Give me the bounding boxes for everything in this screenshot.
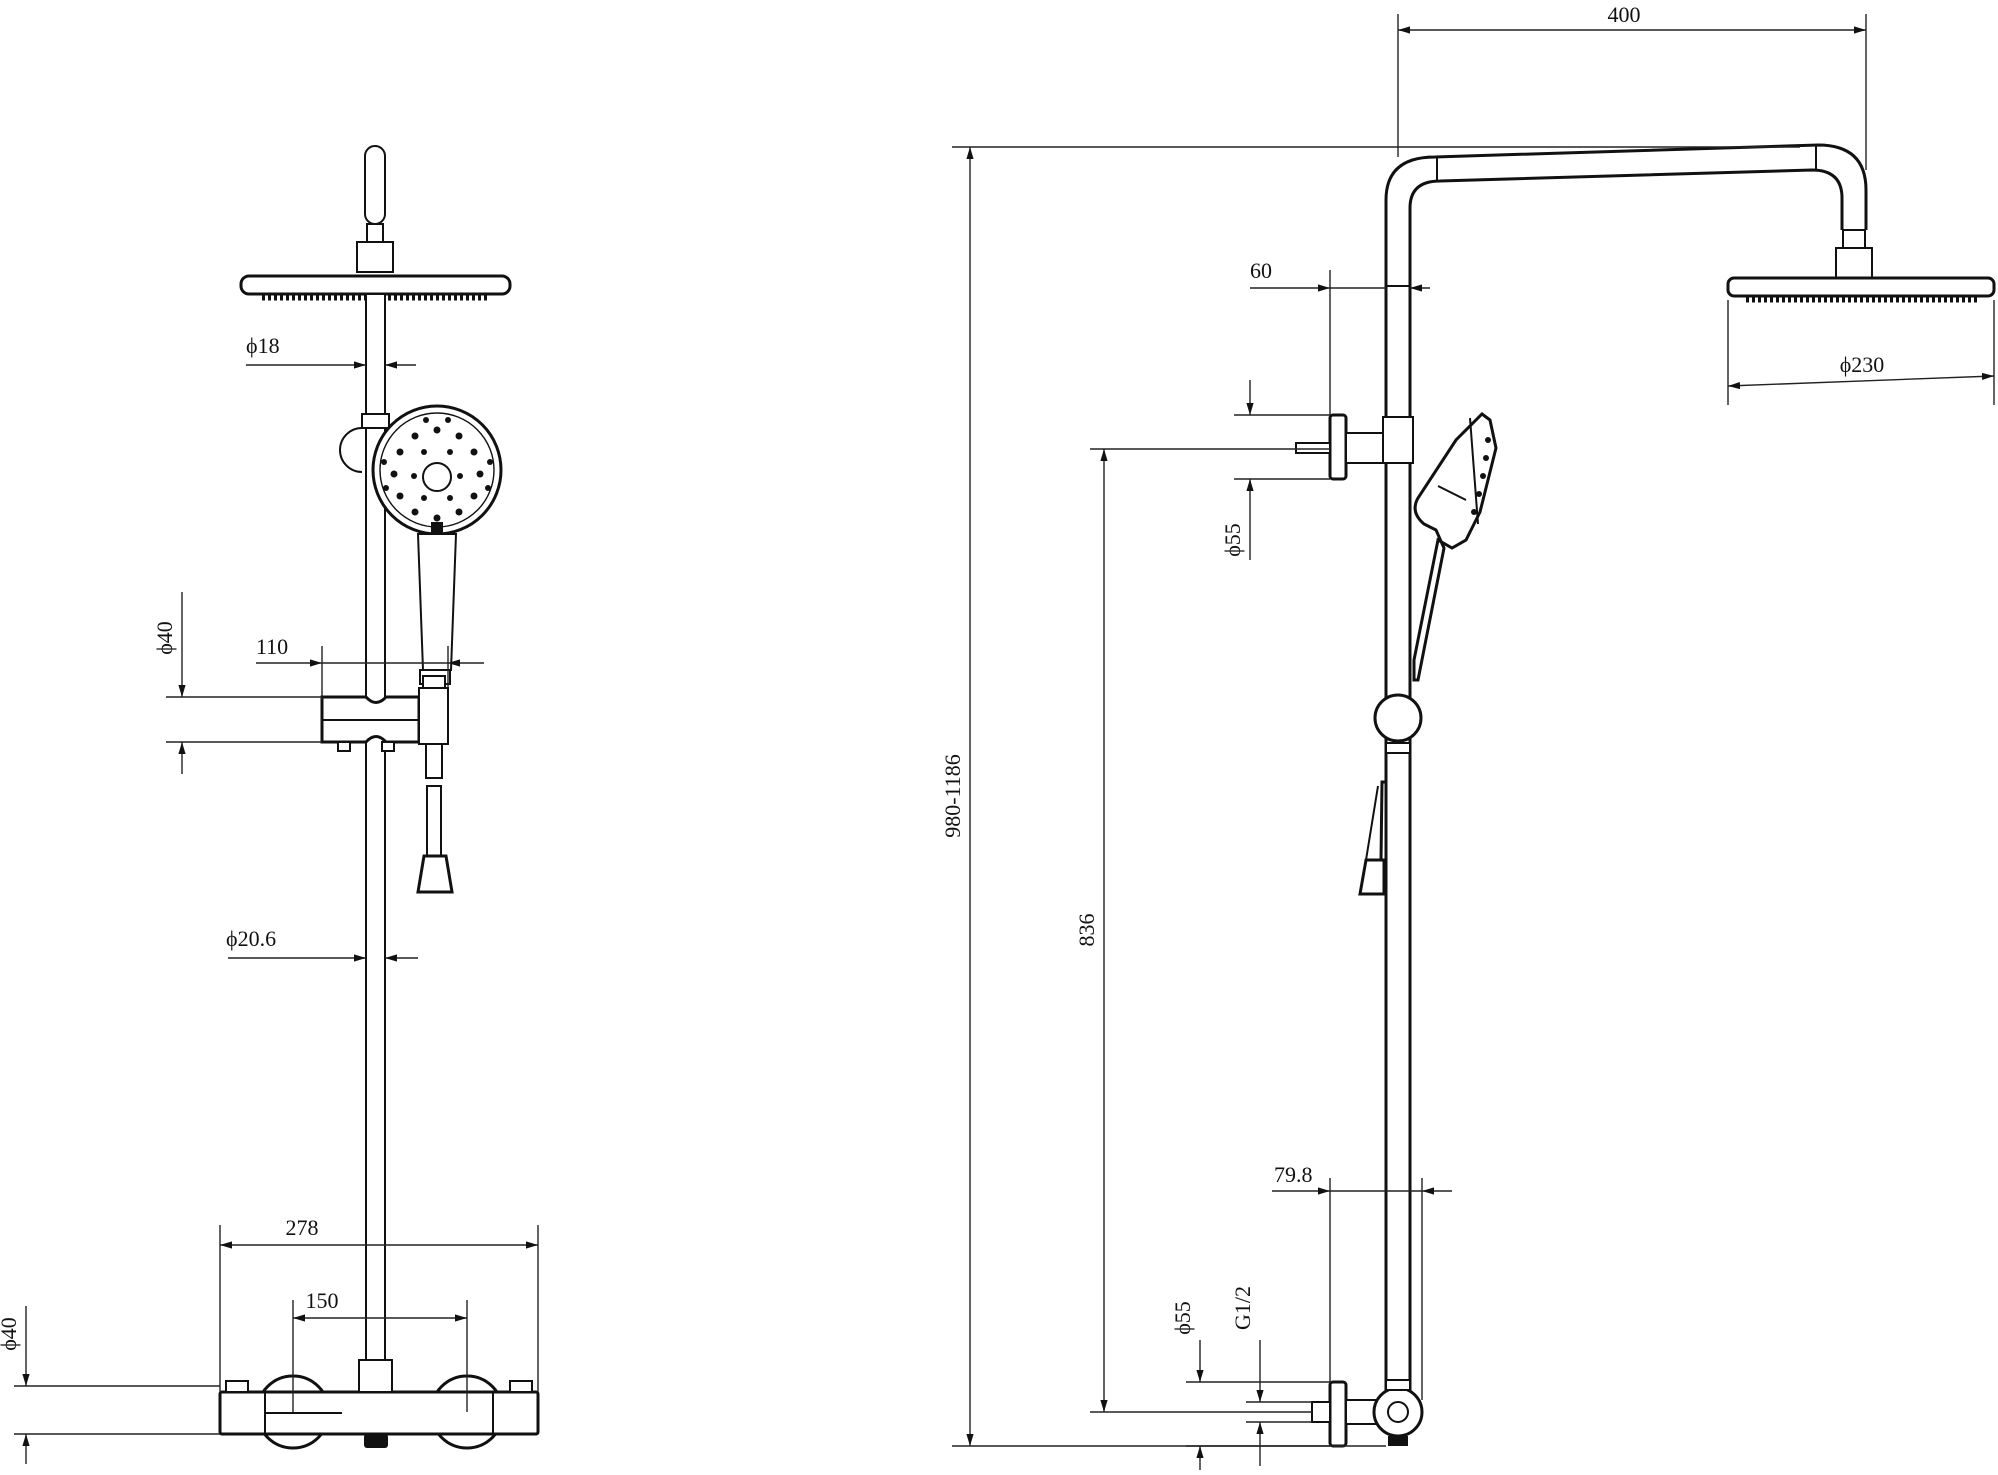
front-overhead-shower-head xyxy=(239,274,512,296)
front-hose-end xyxy=(416,854,454,894)
front-dim-inlet-spacing-label: 150 xyxy=(306,1288,339,1313)
front-head-nut xyxy=(366,223,384,243)
side-view xyxy=(1295,143,1996,1448)
side-dim-bracket-diameter: ϕ55 xyxy=(1220,380,1330,560)
front-mixer-outlet xyxy=(364,1434,388,1448)
front-dim-holder-diameter: ϕ40 xyxy=(152,592,322,774)
side-dim-bracket-height-label: 836 xyxy=(1074,914,1099,947)
front-head-connector xyxy=(356,241,394,273)
front-hose-connector xyxy=(418,687,449,745)
front-spray-nozzles xyxy=(381,417,493,522)
side-head-connector xyxy=(1835,247,1873,279)
side-dim-inlet-flange-diameter-label: ϕ55 xyxy=(1170,1301,1195,1335)
front-hand-shower-handle xyxy=(416,533,458,671)
side-mixer-inlet-nut xyxy=(1345,1399,1377,1425)
side-dim-inlet-thread-label: G1/2 xyxy=(1230,1286,1255,1330)
front-dim-mixer-width: 278 xyxy=(219,1215,539,1392)
front-dim-holder-projection: 110 xyxy=(256,634,484,700)
side-mixer-body xyxy=(1372,1386,1424,1438)
side-hose xyxy=(1379,780,1388,862)
side-arm-inner xyxy=(1408,168,1844,1394)
front-view xyxy=(218,145,540,1450)
side-hand-shower xyxy=(1412,412,1498,682)
front-mixer-pipe-connector xyxy=(358,1359,393,1393)
front-arm-stub xyxy=(364,145,386,225)
front-dim-holder-projection-label: 110 xyxy=(256,634,288,659)
front-dim-pipe-diameter: ϕ20.6 xyxy=(226,926,418,962)
side-dim-total-height: 980-1186 xyxy=(940,146,1800,1447)
side-dim-arm-reach-label: 400 xyxy=(1608,2,1641,27)
side-upper-bracket-plate xyxy=(1328,413,1348,481)
front-dim-rail-diameter-label: ϕ18 xyxy=(246,333,280,358)
side-dim-inlet-flange-diameter: ϕ55 xyxy=(1170,1301,1330,1470)
side-dim-bracket-offset: 60 xyxy=(1250,258,1430,415)
front-dim-pipe-diameter-label: ϕ20.6 xyxy=(226,926,276,951)
side-dim-bracket-offset-label: 60 xyxy=(1250,258,1272,283)
side-overhead-shower-head xyxy=(1726,276,1996,298)
front-dim-mixer-diameter-label: ϕ40 xyxy=(0,1317,21,1351)
side-dim-arm-reach: 400 xyxy=(1397,2,1867,170)
side-hose-end xyxy=(1358,858,1386,896)
side-arm-outer xyxy=(1384,143,1868,1394)
side-dim-head-diameter-label: ϕ230 xyxy=(1840,352,1885,377)
side-dim-inlet-thread: G1/2 xyxy=(1230,1286,1312,1466)
side-mixer-flange xyxy=(1328,1380,1348,1448)
side-dim-bracket-diameter-label: ϕ55 xyxy=(1220,523,1245,557)
front-dim-holder-diameter-label: ϕ40 xyxy=(152,621,177,655)
front-bracket-wall-plate xyxy=(339,427,363,473)
side-head-nut xyxy=(1842,229,1866,249)
side-dim-inlet-offset-label: 79.8 xyxy=(1274,1162,1313,1187)
side-dim-inlet-offset: 79.8 xyxy=(1272,1162,1452,1400)
side-dim-bracket-height: 836 xyxy=(1074,448,1330,1413)
front-dim-mixer-diameter: ϕ40 xyxy=(0,1306,220,1464)
side-slide-holder xyxy=(1373,693,1423,743)
side-hand-shower-nozzles xyxy=(1471,437,1491,515)
side-dim-head-diameter: ϕ230 xyxy=(1727,300,1995,405)
front-upper-bracket xyxy=(361,413,390,429)
front-dim-inlet-spacing: 150 xyxy=(292,1288,468,1412)
front-dim-mixer-width-label: 278 xyxy=(286,1215,319,1240)
side-dim-total-height-label: 980-1186 xyxy=(940,754,965,838)
front-dim-rail-diameter: ϕ18 xyxy=(246,333,416,369)
